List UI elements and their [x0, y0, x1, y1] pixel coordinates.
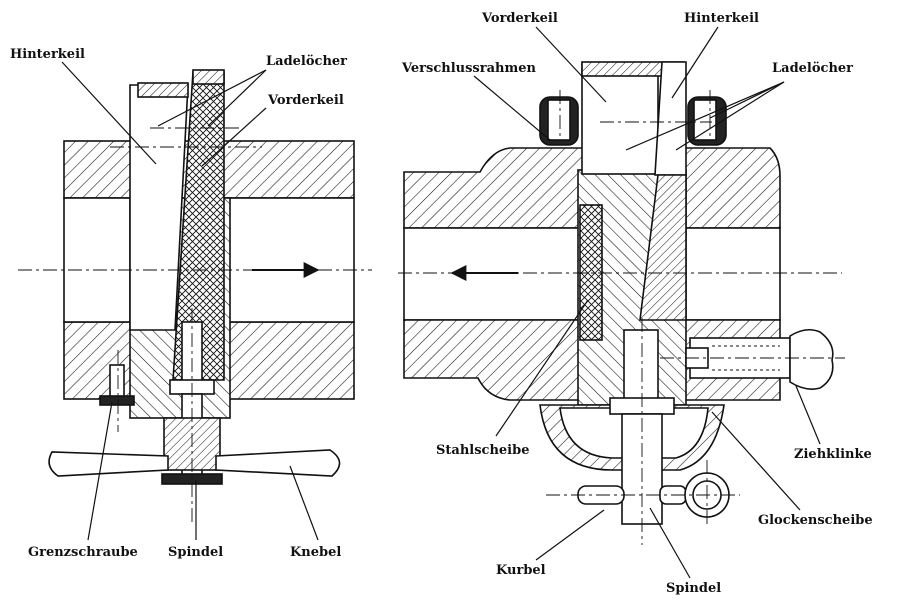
left-rear-wedge-cap	[137, 82, 189, 98]
right-section-view	[398, 61, 845, 545]
right-pull-pawl-knob	[789, 328, 834, 390]
label-left-hinterkeil: Hinterkeil	[10, 47, 85, 62]
left-front-wedge-cap	[192, 69, 225, 85]
right-steel-disc	[579, 204, 603, 341]
label-right-glockenscheibe: Glockenscheibe	[758, 513, 873, 528]
label-left-knebel: Knebel	[290, 545, 341, 560]
label-left-grenzschraube: Grenzschraube	[28, 545, 138, 560]
left-handle-lever	[48, 451, 169, 477]
label-right-ziehklinke: Ziehklinke	[794, 447, 872, 462]
labels: Hinterkeil Ladelöcher Vorderkeil Grenzsc…	[10, 11, 873, 596]
label-right-verschlussrahmen: Verschlussrahmen	[401, 61, 536, 76]
label-left-spindel: Spindel	[168, 545, 223, 560]
left-limit-screw-head	[99, 395, 135, 406]
left-handle-lever-right	[215, 449, 341, 477]
label-left-vorderkeil: Vorderkeil	[267, 93, 344, 108]
label-right-vorderkeil: Vorderkeil	[481, 11, 558, 26]
label-right-kurbel: Kurbel	[496, 563, 546, 578]
label-left-ladeloecher: Ladelöcher	[266, 54, 347, 69]
label-right-hinterkeil: Hinterkeil	[684, 11, 759, 26]
right-spindle-screw	[623, 329, 659, 411]
label-right-ladeloecher: Ladelöcher	[772, 61, 853, 76]
left-limit-screw	[109, 364, 125, 398]
leader-lines	[61, 26, 821, 579]
right-rear-wedge	[654, 61, 687, 176]
right-front-wedge	[581, 63, 659, 175]
left-section-view	[18, 69, 372, 522]
label-right-stahlscheibe: Stahlscheibe	[436, 443, 529, 458]
label-right-spindel: Spindel	[666, 581, 721, 596]
